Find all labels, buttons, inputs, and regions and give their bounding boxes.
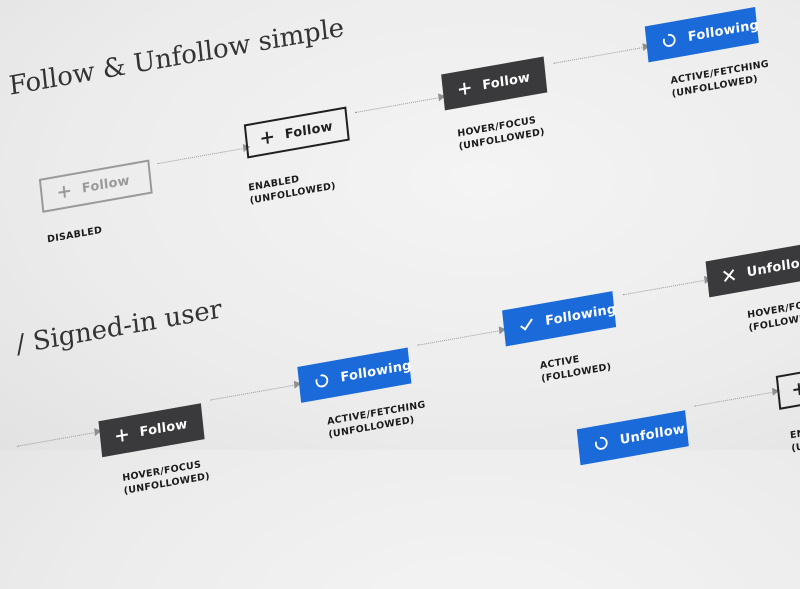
transition-arrow	[417, 330, 501, 346]
follow-button-enabled-signed-in[interactable]: Follow	[775, 357, 800, 410]
transition-arrow	[157, 147, 245, 165]
plus-icon	[115, 428, 129, 442]
state-label-hover-followed: HOVER/FOCUS (FOLLOWED)	[746, 296, 800, 334]
follow-button-hover[interactable]: Follow	[441, 56, 548, 111]
state-label-disabled: DISABLED	[46, 224, 103, 246]
spinner-icon	[594, 435, 609, 451]
state-label-hover-unfollowed-signed-in: HOVER/FOCUS (UNFOLLOWED)	[121, 459, 211, 497]
transition-arrow	[354, 97, 440, 114]
following-button-active[interactable]: Following	[502, 291, 617, 347]
unfollow-label: Unfollow	[746, 253, 800, 280]
follow-label: Follow	[284, 118, 334, 143]
transition-arrow	[553, 46, 644, 64]
follow-label: Follow	[481, 69, 531, 94]
spinner-icon	[662, 32, 677, 48]
following-label: Following	[339, 357, 413, 386]
state-label-enabled-unfollowed-signed-in: ENABLED (UNFOLLOWED)	[789, 421, 800, 455]
follow-button-hover-signed-in[interactable]: Follow	[98, 403, 205, 458]
transition-arrow	[622, 279, 706, 296]
following-label: Following	[687, 17, 760, 45]
follow-button-disabled: Follow	[38, 159, 153, 213]
section-heading-simple: Follow & Unfollow simple	[7, 12, 346, 102]
state-label-active-followed: ACTIVE (FOLLOWED)	[539, 353, 612, 385]
follow-button-enabled[interactable]: Follow	[243, 106, 350, 159]
following-button-fetching[interactable]: Following	[644, 6, 760, 63]
plus-icon	[261, 131, 274, 145]
unfollow-button-hover[interactable]: Unfollow	[705, 242, 800, 298]
state-label-hover-unfollowed: HOVER/FOCUS (UNFOLLOWED)	[456, 114, 546, 153]
state-diagram: Follow & Unfollow simple / Signed-in use…	[0, 0, 800, 449]
transition-arrow	[16, 431, 96, 447]
plus-icon	[458, 82, 471, 96]
following-label: Following	[544, 301, 617, 329]
state-label-enabled-unfollowed: ENABLED (UNFOLLOWED)	[247, 173, 337, 207]
follow-label: Follow	[81, 172, 131, 197]
plus-icon	[793, 382, 800, 396]
plus-icon	[58, 185, 71, 199]
section-heading-signed-in: / Signed-in user	[14, 294, 224, 361]
following-button-fetching-signed-in[interactable]: Following	[297, 347, 413, 403]
close-icon	[723, 269, 736, 283]
transition-arrow	[210, 384, 296, 401]
unfollow-button-fetching[interactable]: Unfollow	[576, 410, 689, 466]
check-icon	[519, 317, 534, 331]
spinner-icon	[314, 373, 329, 389]
state-label-active-fetching-unfollowed-signed-in: ACTIVE/FETCHING (UNFOLLOWED)	[326, 399, 427, 441]
unfollow-label: Unfollow	[619, 421, 686, 448]
transition-arrow	[694, 391, 774, 407]
state-label-active-fetching-unfollowed: ACTIVE/FETCHING (UNFOLLOWED)	[669, 58, 770, 100]
follow-label: Follow	[138, 416, 189, 440]
